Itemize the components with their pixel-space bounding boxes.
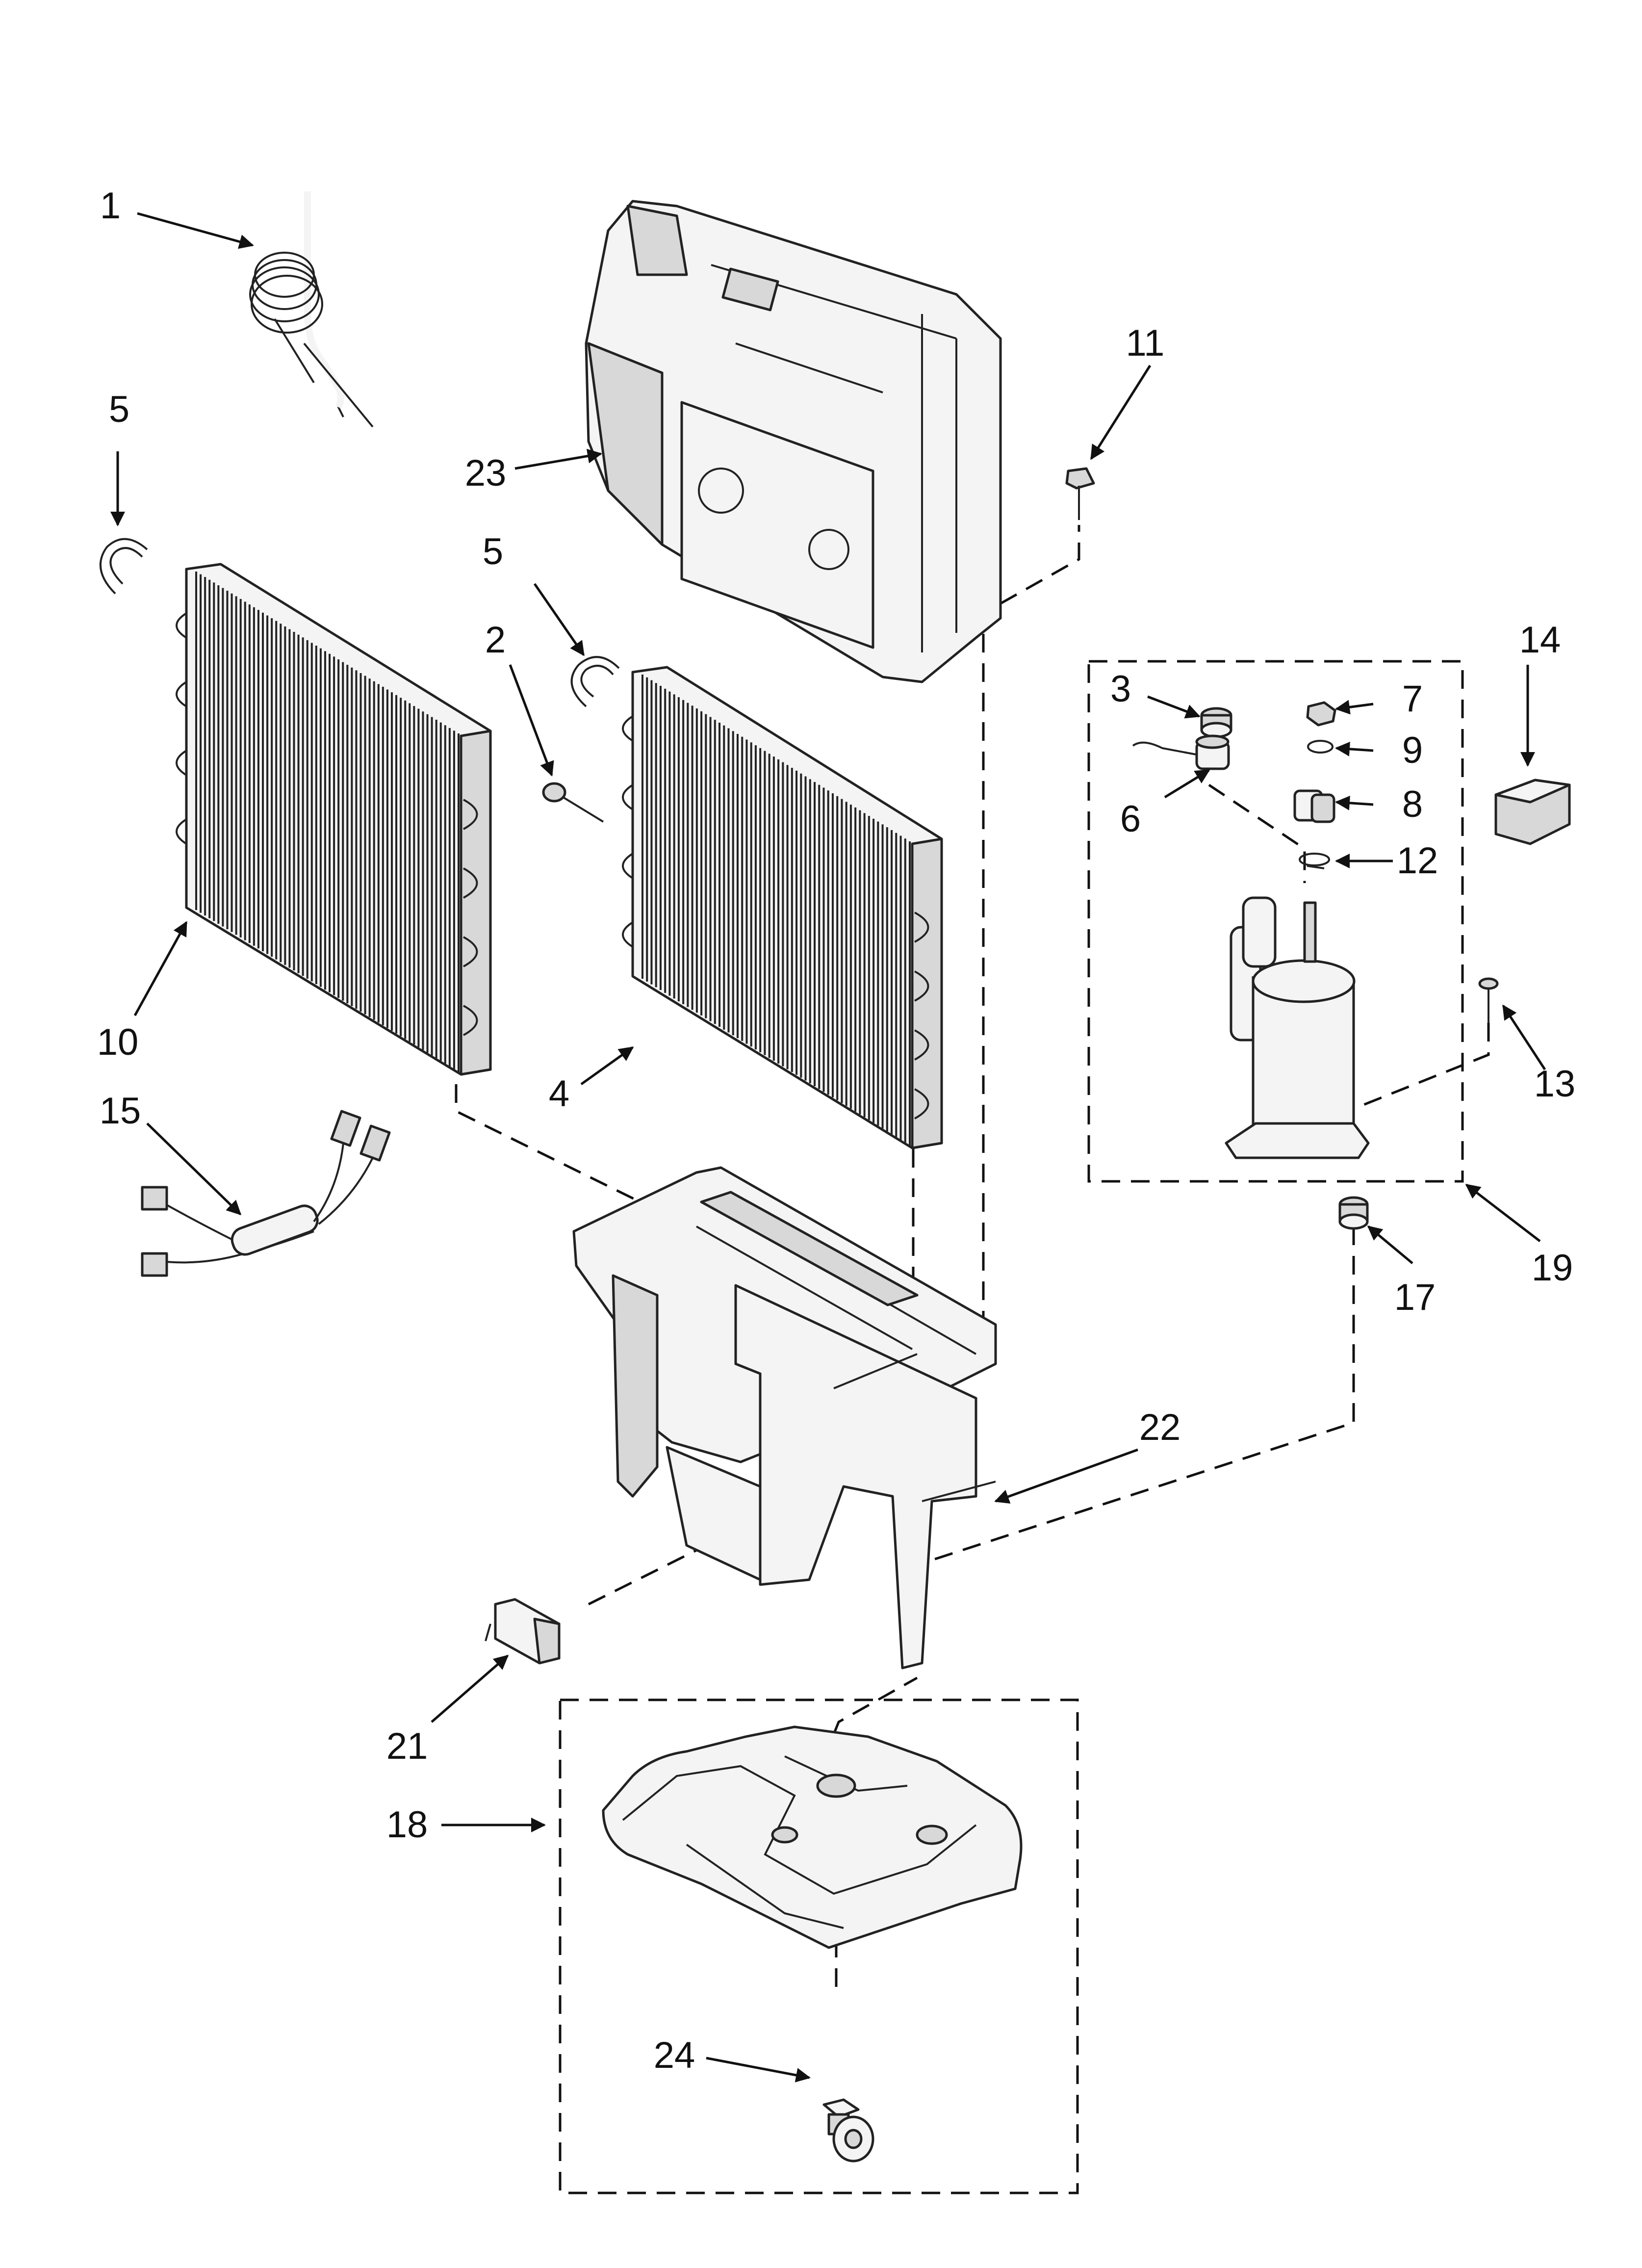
chassis-part-22 xyxy=(572,1166,997,1669)
compressor-kit-box xyxy=(1087,660,1464,1183)
callout-19: 19 xyxy=(1532,1247,1573,1289)
grommet-part-17 xyxy=(1338,1196,1369,1230)
callout-18: 18 xyxy=(386,1804,428,1846)
clip-part-12 xyxy=(1299,853,1330,869)
callout-22: 22 xyxy=(1139,1407,1181,1448)
callout-11: 11 xyxy=(1126,322,1165,364)
fan-shroud-part-23 xyxy=(585,200,1002,683)
callout-1: 1 xyxy=(100,185,121,227)
callout-15: 15 xyxy=(100,1090,141,1132)
washer-part-9 xyxy=(1307,740,1334,754)
callout-12: 12 xyxy=(1397,840,1438,882)
capillary-tube-part-1 xyxy=(249,191,374,428)
callout-5-center: 5 xyxy=(483,531,503,573)
callout-2: 2 xyxy=(485,619,506,661)
screw-part-13 xyxy=(1478,977,1499,1023)
callout-5-left: 5 xyxy=(109,389,129,430)
callout-7: 7 xyxy=(1402,678,1423,720)
callout-23: 23 xyxy=(465,452,507,494)
capacitor-part-14 xyxy=(1494,779,1571,845)
callout-21: 21 xyxy=(386,1725,428,1767)
terminal-cover-part-8 xyxy=(1293,789,1335,823)
callout-3: 3 xyxy=(1110,668,1131,710)
callout-6: 6 xyxy=(1120,798,1141,840)
evaporator-coil-part-4 xyxy=(622,666,943,1149)
condenser-coil-part-10 xyxy=(176,563,492,1076)
nut-part-7 xyxy=(1306,701,1336,727)
u-bend-part-5-center xyxy=(570,656,620,707)
callout-24: 24 xyxy=(654,2034,695,2076)
base-pan-part-18 xyxy=(602,1725,1023,1949)
callout-labels: 1 2 3 4 5 5 6 7 8 9 10 11 12 13 14 15 17… xyxy=(97,185,1576,2076)
caster-part-24 xyxy=(822,2098,874,2163)
wire-harness-part-15 xyxy=(141,1110,391,1277)
screw-part-2 xyxy=(542,782,604,823)
switch-part-21 xyxy=(485,1598,561,1665)
overload-protector-part-6 xyxy=(1132,734,1230,770)
callout-4: 4 xyxy=(549,1073,569,1115)
leader-arrows xyxy=(110,212,1546,2083)
callout-9: 9 xyxy=(1402,730,1423,771)
u-bend-part-5-left xyxy=(99,538,148,595)
grommet-part-3 xyxy=(1200,707,1232,738)
callout-14: 14 xyxy=(1519,619,1561,661)
callout-10: 10 xyxy=(97,1021,139,1063)
callout-17: 17 xyxy=(1394,1277,1436,1318)
screw-part-11 xyxy=(1065,467,1095,520)
callout-8: 8 xyxy=(1402,783,1423,825)
callout-13: 13 xyxy=(1534,1063,1576,1105)
base-pan-kit-box xyxy=(559,1698,1079,2194)
compressor-body xyxy=(1225,896,1370,1159)
